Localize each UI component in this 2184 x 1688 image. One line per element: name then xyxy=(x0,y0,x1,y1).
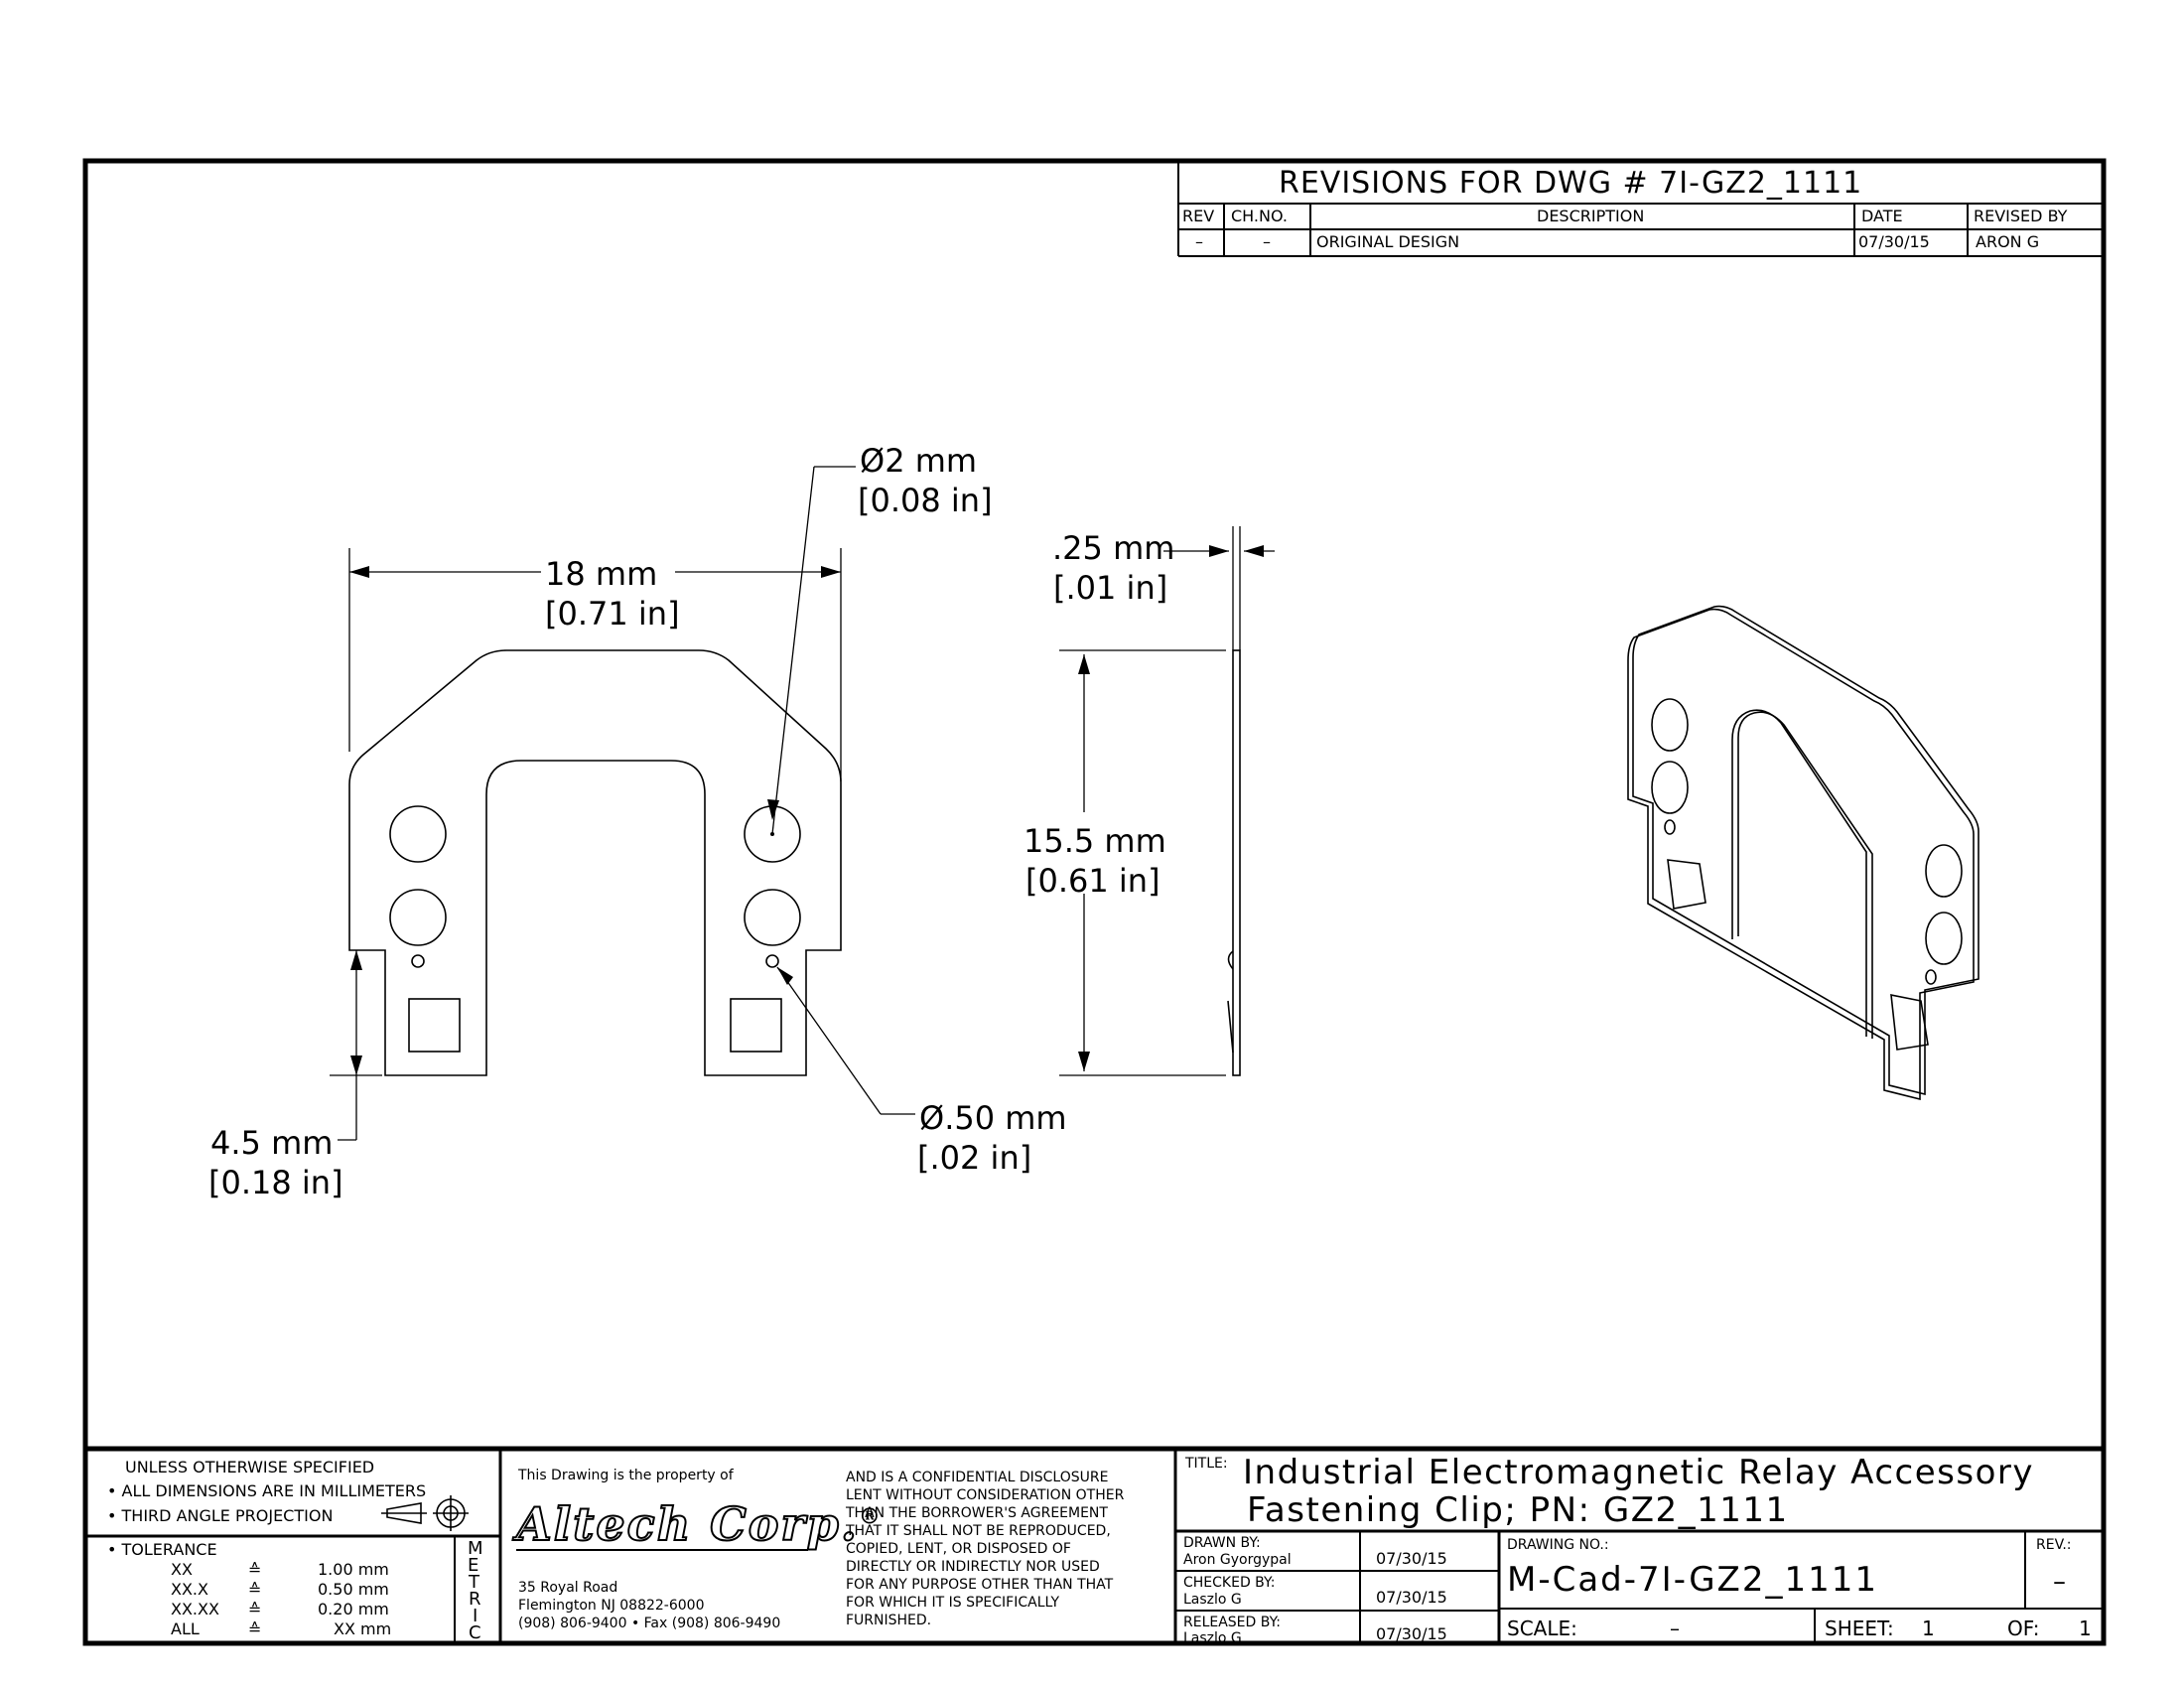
scale-value: – xyxy=(1670,1617,1680,1640)
dim-hole-large-in: [0.08 in] xyxy=(858,482,993,519)
tolerance-label: • TOLERANCE xyxy=(107,1540,217,1559)
drawn-by-label: DRAWN BY: xyxy=(1183,1535,1261,1551)
rev-cell-chno: – xyxy=(1263,232,1271,251)
rev-value: – xyxy=(2053,1567,2066,1597)
sheet-value: 1 xyxy=(1922,1617,1935,1640)
rev-header-description: DESCRIPTION xyxy=(1537,207,1645,225)
dim-hole-small-in: [.02 in] xyxy=(917,1139,1032,1177)
note-unless: UNLESS OTHERWISE SPECIFIED xyxy=(125,1458,375,1477)
company-logo: Altech Corp.® xyxy=(515,1496,883,1552)
of-value: 1 xyxy=(2079,1617,2092,1640)
dim-width-in: [0.71 in] xyxy=(545,595,680,633)
released-by-label: RELEASED BY: xyxy=(1183,1615,1282,1630)
disclosure-line: FURNISHED. xyxy=(846,1613,932,1628)
tolerance-row: XX.X xyxy=(171,1580,208,1599)
dim-hole-large-mm: Ø2 mm xyxy=(860,442,978,480)
checked-by-label: CHECKED BY: xyxy=(1183,1575,1276,1591)
dim-thickness-in: [.01 in] xyxy=(1053,569,1168,607)
drawing-title-line-1: Industrial Electromagnetic Relay Accesso… xyxy=(1243,1453,2034,1492)
sheet-label: SHEET: xyxy=(1825,1617,1894,1640)
rev-label: REV.: xyxy=(2036,1537,2072,1553)
sheet-border xyxy=(82,158,2107,1646)
tolerance-row: ≙ xyxy=(248,1600,262,1618)
tolerance-row: XX mm xyxy=(334,1619,392,1638)
disclosure-line: THAN THE BORROWER'S AGREEMENT xyxy=(846,1505,1108,1521)
title-label: TITLE: xyxy=(1185,1456,1228,1472)
company-address-1: 35 Royal Road xyxy=(518,1580,618,1596)
disclosure-line: DIRECTLY OR INDIRECTLY NOR USED xyxy=(846,1559,1100,1575)
tolerance-row: XX.XX xyxy=(171,1600,219,1618)
registered-mark: ® xyxy=(858,1503,883,1530)
of-label: OF: xyxy=(2007,1617,2040,1640)
disclosure-line: AND IS A CONFIDENTIAL DISCLOSURE xyxy=(846,1470,1109,1485)
tolerance-row: 1.00 mm xyxy=(318,1560,389,1579)
revision-grid xyxy=(1177,161,2104,257)
tolerance-row: ≙ xyxy=(248,1560,262,1579)
property-note: This Drawing is the property of xyxy=(518,1468,734,1483)
dim-leg-mm: 4.5 mm xyxy=(210,1124,334,1162)
disclosure-line: FOR WHICH IT IS SPECIFICALLY xyxy=(846,1595,1060,1611)
drawing-number: M-Cad-7I-GZ2_1111 xyxy=(1507,1560,1878,1600)
drawing-number-label: DRAWING NO.: xyxy=(1507,1537,1609,1553)
metric-letter: T xyxy=(469,1572,479,1593)
scale-label: SCALE: xyxy=(1507,1617,1577,1640)
dim-leg-in: [0.18 in] xyxy=(208,1164,343,1201)
note-projection: • THIRD ANGLE PROJECTION xyxy=(107,1506,334,1525)
logo-underline xyxy=(516,1549,808,1551)
tolerance-row: ALL xyxy=(171,1619,200,1638)
rev-header-chno: CH.NO. xyxy=(1231,207,1289,225)
released-date: 07/30/15 xyxy=(1376,1624,1447,1643)
metric-letter: E xyxy=(468,1555,479,1576)
rev-cell-date: 07/30/15 xyxy=(1858,232,1930,251)
dim-hole-small-mm: Ø.50 mm xyxy=(919,1099,1067,1137)
rev-cell-rev: – xyxy=(1195,232,1203,251)
rev-header-date: DATE xyxy=(1861,207,1903,225)
front-view xyxy=(348,649,842,1076)
metric-letter: R xyxy=(469,1589,481,1610)
note-dimensions: • ALL DIMENSIONS ARE IN MILLIMETERS xyxy=(107,1481,427,1500)
released-by-name: Laszlo G xyxy=(1183,1630,1242,1646)
rev-header-rev: REV xyxy=(1182,207,1215,225)
checked-date: 07/30/15 xyxy=(1376,1588,1447,1607)
metric-letter: C xyxy=(469,1622,481,1643)
company-address-2: Flemington NJ 08822-6000 xyxy=(518,1598,705,1614)
isometric-view xyxy=(1627,605,1979,1101)
drawn-date: 07/30/15 xyxy=(1376,1549,1447,1568)
tolerance-row: ≙ xyxy=(248,1580,262,1599)
dim-thickness-mm: .25 mm xyxy=(1052,529,1175,567)
dim-width-mm: 18 mm xyxy=(545,555,658,593)
disclosure-line: THAT IT SHALL NOT BE REPRODUCED, xyxy=(846,1523,1111,1539)
dimension-arrowheads xyxy=(349,545,1264,1075)
rev-cell-revised-by: ARON G xyxy=(1976,232,2040,251)
tolerance-row: ≙ xyxy=(248,1619,262,1638)
tolerance-row: XX xyxy=(171,1560,193,1579)
projection-symbol xyxy=(381,1495,469,1531)
rev-header-revised-by: REVISED BY xyxy=(1974,207,2068,225)
dim-height-in: [0.61 in] xyxy=(1025,862,1160,900)
rev-cell-description: ORIGINAL DESIGN xyxy=(1316,232,1460,251)
disclosure-line: LENT WITHOUT CONSIDERATION OTHER xyxy=(846,1487,1125,1503)
drawn-by-name: Aron Gyorgypal xyxy=(1183,1552,1292,1568)
company-phone: (908) 806-9400 • Fax (908) 806-9490 xyxy=(518,1616,781,1631)
tolerance-row: 0.50 mm xyxy=(318,1580,389,1599)
checked-by-name: Laszlo G xyxy=(1183,1592,1242,1608)
disclosure-line: FOR ANY PURPOSE OTHER THAN THAT xyxy=(846,1577,1114,1593)
side-view xyxy=(1227,649,1241,1076)
metric-letter: M xyxy=(468,1538,483,1559)
disclosure-line: COPIED, LENT, OR DISPOSED OF xyxy=(846,1541,1071,1557)
drawing-title-line-2: Fastening Clip; PN: GZ2_1111 xyxy=(1247,1490,1789,1530)
tolerance-row: 0.20 mm xyxy=(318,1600,389,1618)
dim-height-mm: 15.5 mm xyxy=(1024,822,1166,860)
title-block-grid xyxy=(85,1446,2104,1643)
metric-letter: I xyxy=(473,1606,478,1626)
revision-title: REVISIONS FOR DWG # 7I-GZ2_1111 xyxy=(1279,166,1863,201)
